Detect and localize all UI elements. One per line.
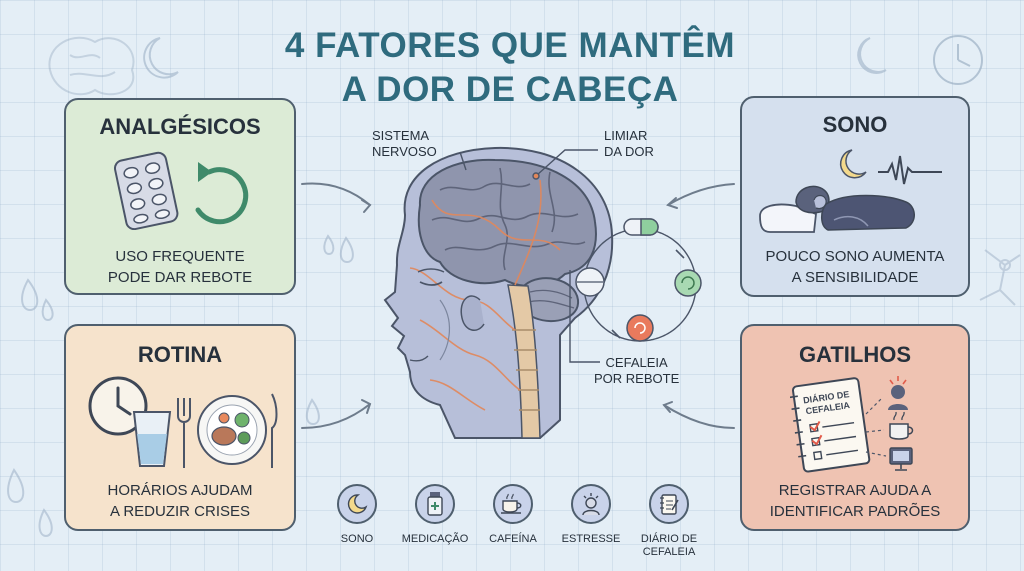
label-line-1: ESTRESSE — [561, 533, 621, 545]
rebound-arrow-icon — [195, 162, 249, 225]
bottom-icon-label: DIÁRIO DE CEFALEIA — [632, 533, 706, 559]
medicine-bottle-icon — [415, 484, 455, 524]
card-heading: SONO — [822, 112, 888, 137]
caption-line-2: PODE DAR REBOTE — [107, 269, 253, 286]
bottom-icon-medicacao: MEDICAÇÃO — [398, 484, 472, 546]
card-heading: ROTINA — [137, 342, 223, 367]
card-heading: ANALGÉSICOS — [99, 114, 261, 139]
label-line-2: NERVOSO — [372, 144, 437, 159]
pill-blister-icon — [114, 151, 249, 230]
coffee-cup-icon — [889, 411, 914, 440]
knife-icon — [271, 393, 278, 468]
caption-line-2: A REDUZIR CRISES — [109, 503, 251, 520]
card-sono: SONO POUCO SONO AUMENTA A SENSIBILIDADE — [740, 96, 970, 297]
clock-icon — [88, 376, 148, 436]
arrow-from-gatilhos — [663, 404, 735, 429]
card-caption: HORÁRIOS AJUDAM A REDUZIR CRISES — [66, 480, 294, 522]
arrow-from-rotina — [301, 403, 371, 429]
diary-icon — [649, 484, 689, 524]
tablet-pill-icon — [575, 267, 605, 297]
label-line-2: CEFALEIA — [642, 546, 696, 558]
label-cefaleia-rebote: CEFALEIA POR REBOTE — [594, 355, 679, 387]
decorative-clock-icon — [933, 35, 983, 85]
stress-person-icon — [888, 376, 908, 410]
label-line-1: LIMIAR — [604, 128, 648, 143]
bottom-icon-estresse: ESTRESSE — [554, 484, 628, 546]
label-line-1: DIÁRIO DE — [640, 533, 698, 545]
caption-line-1: HORÁRIOS AJUDAM — [107, 482, 253, 499]
arrow-from-sono — [667, 183, 735, 206]
card-caption: POUCO SONO AUMENTA A SENSIBILIDADE — [742, 246, 968, 288]
caption-line-1: REGISTRAR AJUDA A — [778, 482, 932, 499]
decorative-moon-icon-right — [857, 37, 887, 74]
bottom-icon-label: SONO — [320, 533, 394, 546]
label-sistema-nervoso: SISTEMA NERVOSO — [372, 128, 437, 160]
sleep-wave-icon — [878, 155, 942, 185]
label-pointers — [459, 149, 600, 363]
caption-line-1: USO FREQUENTE — [115, 248, 245, 265]
decorative-neuron-icon — [979, 249, 1021, 306]
arrows — [301, 182, 735, 429]
label-line-2: DA DOR — [604, 144, 654, 159]
head-illustration — [383, 146, 614, 439]
page-title: 4 FATORES QUE MANTÊM A DOR DE CABEÇA — [240, 24, 780, 112]
diary-icon: DIÁRIO DE CEFALEIA — [790, 377, 871, 473]
headache-diary-illustration: DIÁRIO DE CEFALEIA — [790, 376, 914, 473]
label-line-1: CAFEÍNA — [489, 533, 537, 545]
green-cycle-circle-icon — [674, 269, 702, 297]
card-rotina: ROTINA HORÁRIOS AJUDAM A REDUZIR CRISES — [64, 324, 296, 531]
rebound-cycle — [575, 218, 702, 342]
red-cycle-circle-icon — [626, 314, 654, 342]
title-line-2: A DOR DE CABEÇA — [341, 70, 679, 109]
bottom-icon-diario: DIÁRIO DE CEFALEIA — [632, 484, 706, 559]
decorative-drop-icons — [7, 234, 354, 538]
sleeping-person-icon — [759, 185, 915, 233]
caption-line-2: IDENTIFICAR PADRÕES — [769, 503, 941, 520]
stressed-person-icon — [571, 484, 611, 524]
label-line-1: MEDICAÇÃO — [401, 533, 469, 545]
label-line-1: CEFALEIA — [605, 355, 668, 370]
label-line-1: SONO — [340, 533, 374, 545]
moon-icon — [337, 484, 377, 524]
plate-icon — [197, 395, 267, 465]
routine-illustration — [88, 376, 278, 468]
bottom-icon-row: SONO MEDICAÇÃO CAFEÍNA ESTRESSE — [320, 484, 720, 568]
bottom-icon-label: MEDICAÇÃO — [398, 533, 472, 546]
label-limiar-dor: LIMIAR DA DOR — [604, 128, 654, 160]
card-analgesicos: ANALGÉSICOS USO FREQUENTE PODE DAR REBOT… — [64, 98, 296, 295]
label-line-1: SISTEMA — [372, 128, 430, 143]
decorative-brain-icon — [48, 36, 135, 96]
capsule-pill-icon — [623, 218, 659, 236]
bottom-icon-sono: SONO — [320, 484, 394, 546]
card-caption: REGISTRAR AJUDA A IDENTIFICAR PADRÕES — [742, 480, 968, 522]
sleep-illustration — [759, 149, 942, 233]
moon-icon — [839, 149, 867, 179]
card-gatilhos: GATILHOS DIÁRIO DE CEFALEIA — [740, 324, 970, 531]
fork-icon — [177, 398, 191, 468]
bottom-icon-cafeina: CAFEÍNA — [476, 484, 550, 546]
coffee-cup-icon — [493, 484, 533, 524]
card-caption: USO FREQUENTE PODE DAR REBOTE — [66, 246, 294, 288]
caption-line-1: POUCO SONO AUMENTA — [765, 248, 945, 265]
label-line-2: POR REBOTE — [594, 371, 680, 386]
water-glass-icon — [132, 411, 172, 467]
bottom-icon-label: ESTRESSE — [554, 533, 628, 546]
arrow-from-analgesicos — [301, 182, 371, 206]
computer-monitor-icon — [889, 447, 913, 471]
dotted-connectors — [865, 397, 887, 457]
bottom-icon-label: CAFEÍNA — [476, 533, 550, 546]
title-line-1: 4 FATORES QUE MANTÊM — [284, 26, 736, 65]
decorative-moon-icon — [143, 37, 179, 79]
card-heading: GATILHOS — [798, 342, 912, 367]
caption-line-2: A SENSIBILIDADE — [791, 269, 919, 286]
